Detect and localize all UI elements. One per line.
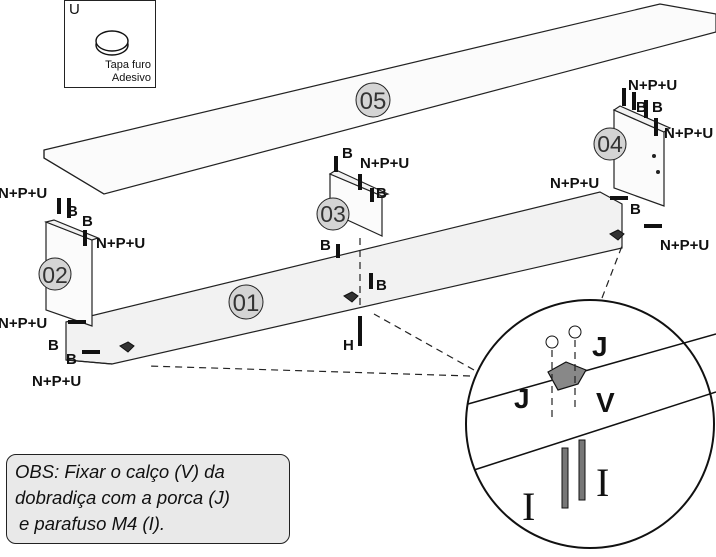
dashed-guide-lines (147, 238, 623, 377)
label-i-1: I (522, 484, 535, 529)
label-np-u-1: N+P+U (628, 77, 677, 94)
svg-text:03: 03 (320, 201, 346, 227)
label-b-4: B (342, 145, 353, 162)
label-b-9: B (82, 213, 93, 230)
label-i-2: I (596, 460, 609, 505)
label-np-u-9: N+P+U (32, 373, 81, 390)
label-b-8: B (67, 203, 78, 220)
svg-text:05: 05 (360, 88, 387, 115)
legend-name-line2: Adesivo (111, 72, 151, 84)
hole-cap-legend: U Tapa furo Adesivo (64, 0, 156, 88)
label-b-2: B (652, 99, 663, 116)
hardware-pins (57, 88, 662, 354)
part-04-marker: 04 (593, 127, 627, 161)
label-np-u-6: N+P+U (0, 185, 47, 202)
label-j-1: J (592, 331, 608, 362)
hole-cap-icon (95, 30, 129, 56)
label-h: H (343, 337, 354, 354)
assembly-note: OBS: Fixar o calço (V) da dobradiça com … (6, 454, 290, 544)
label-np-u-7: N+P+U (96, 235, 145, 252)
label-np-u-8: N+P+U (0, 315, 47, 332)
hinge-detail-magnifier (465, 299, 716, 549)
part-01-base-panel (65, 191, 623, 365)
svg-text:01: 01 (233, 290, 260, 317)
part-03-marker: 03 (316, 197, 350, 231)
label-np-u-2: N+P+U (664, 125, 713, 142)
note-line-1: OBS: Fixar o calço (V) da (15, 461, 225, 482)
legend-name-line1: Tapa furo (105, 59, 151, 71)
label-np-u-5: N+P+U (360, 155, 409, 172)
label-v: V (596, 387, 615, 418)
svg-text:04: 04 (597, 131, 623, 157)
part-01-marker: 01 (228, 284, 264, 320)
label-b-7: B (376, 277, 387, 294)
label-j-2: J (514, 383, 530, 414)
hinge-shim-icons (119, 229, 625, 353)
label-b-1: B (636, 99, 647, 116)
part-02-marker: 02 (38, 257, 72, 291)
hardware-labels: N+P+U B B N+P+U N+P+U B N+P+U B N+P+U B … (0, 77, 713, 529)
part-05-marker: 05 (355, 82, 391, 118)
label-b-3: B (630, 201, 641, 218)
label-b-6: B (320, 237, 331, 254)
svg-text:02: 02 (42, 262, 68, 288)
label-b-11: B (66, 351, 77, 368)
label-b-10: B (48, 337, 59, 354)
label-np-u-3: N+P+U (550, 175, 599, 192)
note-line-3: e parafuso M4 (I). (19, 513, 166, 534)
label-b-5: B (376, 185, 387, 202)
legend-code: U (69, 1, 80, 18)
note-line-2: dobradiça com a porca (J) (15, 487, 230, 508)
label-np-u-4: N+P+U (660, 237, 709, 254)
